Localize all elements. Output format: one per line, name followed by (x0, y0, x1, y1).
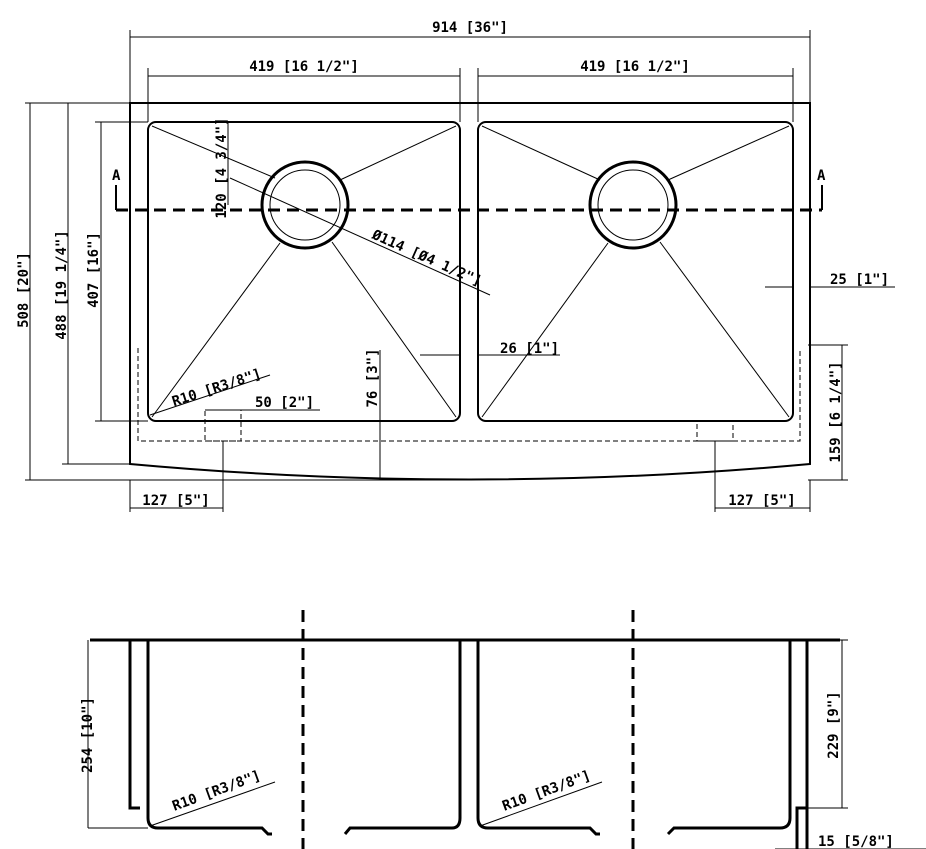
section-mark-left: A (112, 168, 121, 184)
left-bowl-section (146, 640, 462, 836)
dim-notch-offset-left: 127 [5"] (142, 493, 209, 509)
dim-drain-diameter: Ø114 [Ø4 1/2"] (369, 227, 484, 290)
right-drain-inner (597, 169, 669, 241)
dim-divider: 26 [1"] (500, 341, 559, 357)
sink-outline (129, 102, 811, 481)
dim-apron-center: 76 [3"] (365, 348, 381, 407)
dim-side-depth: 488 [19 1/4"] (54, 230, 70, 340)
section-mark-right: A (817, 168, 826, 184)
section-dimension-lines (87, 639, 926, 849)
left-drain-inner (269, 169, 341, 241)
dim-overall-depth: 508 [20"] (16, 252, 32, 328)
dim-notch-offset-right: 127 [5"] (728, 493, 795, 509)
right-front-wall (795, 640, 809, 849)
dim-drain-offset: 120 [4 3/4"] (214, 117, 230, 218)
right-bowl-section (476, 640, 792, 836)
dim-radius-right: R10 [R3/8"] (500, 768, 593, 815)
left-front-wall (128, 640, 140, 810)
apron-hidden (137, 348, 801, 442)
dim-overall-height: 254 [10"] (80, 697, 96, 773)
dim-bowl-depth: 407 [16"] (86, 232, 102, 308)
notch-right (696, 420, 734, 442)
dim-overall-width: 914 [36"] (432, 20, 508, 36)
dim-rim: 25 [1"] (830, 272, 889, 288)
right-drain (588, 160, 678, 250)
dim-bowl-width-right: 419 [16 1/2"] (580, 59, 690, 75)
right-bowl (477, 121, 794, 422)
left-bowl (147, 121, 461, 422)
dim-apron-side: 159 [6 1/4"] (828, 361, 844, 462)
dim-notch-width: 50 [2"] (255, 395, 314, 411)
top-view: A A 914 [36"] 419 [16 1/2"] 419 [16 1/2"… (16, 20, 895, 512)
slope-lines (151, 125, 790, 418)
dim-bowl-width-left: 419 [16 1/2"] (249, 59, 359, 75)
section-view: 254 [10"] 229 [9"] 15 [5/8"] R10 [R3/8"]… (80, 610, 926, 849)
dim-bowl-height: 229 [9"] (826, 691, 842, 758)
dimension-lines (25, 30, 895, 512)
notch-left (204, 409, 242, 442)
dim-flange: 15 [5/8"] (818, 834, 894, 849)
section-arrows (115, 185, 823, 210)
left-drain (260, 160, 350, 250)
